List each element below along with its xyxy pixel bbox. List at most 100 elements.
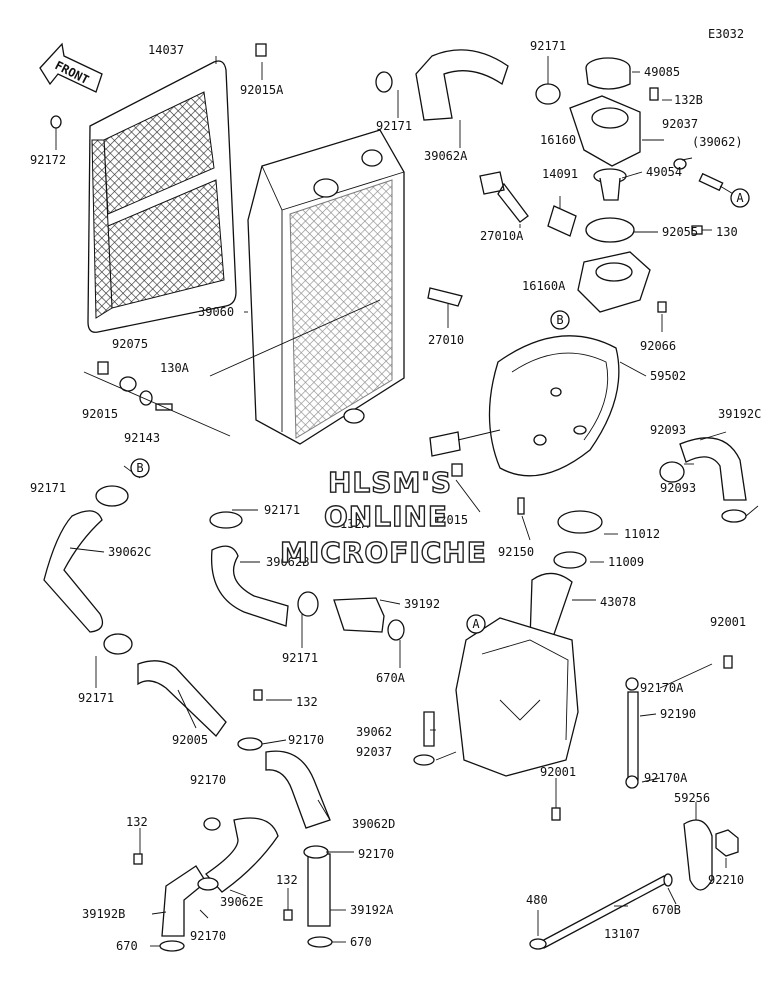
bolt-92150-icon <box>517 497 525 515</box>
clamp-92171-d <box>209 511 243 529</box>
watermark-line-1: HLSM'S <box>328 466 452 499</box>
diagram-code: E3032 <box>708 27 744 41</box>
callout-b-lower-label: B <box>136 461 143 475</box>
part-label: 92170 <box>190 929 226 943</box>
front-arrow-icon: FRONT <box>39 42 103 93</box>
part-label: 670 <box>350 935 372 949</box>
part-label: 92171 <box>282 651 318 665</box>
clip-92015a <box>255 43 267 57</box>
o-ring-670-b <box>307 936 333 948</box>
clamp-92170-c <box>303 845 329 859</box>
part-label: 39062D <box>352 817 395 831</box>
part-label: (39062) <box>692 135 743 149</box>
part-label: 92170A <box>640 681 684 695</box>
part-label: 92005 <box>172 733 208 747</box>
part-label: 92015A <box>240 83 284 97</box>
callout-a-upper: A <box>730 188 750 208</box>
clamp-92170-a <box>237 737 263 751</box>
part-label: 13107 <box>604 927 640 941</box>
o-ring-480 <box>529 938 547 950</box>
cap-14091 <box>547 205 577 237</box>
part-label: 670A <box>376 671 406 685</box>
clamp-92171-b <box>535 83 561 105</box>
part-label: 16160A <box>522 279 566 293</box>
part-label: 92171 <box>530 39 566 53</box>
part-label: 16160 <box>540 133 576 147</box>
bolt-132-c-icon <box>283 909 293 921</box>
callout-b-upper-label: B <box>556 313 563 327</box>
part-label: 59256 <box>674 791 710 805</box>
hose-39062b <box>210 545 289 627</box>
part-label: 49054 <box>646 165 682 179</box>
part-label: 670B <box>652 903 681 917</box>
part-label: 92143 <box>124 431 160 445</box>
clamp-92171-c <box>95 485 129 507</box>
watermark: HLSM'S ONLINE MICROFICHE <box>279 465 487 569</box>
nut-92210-icon <box>715 829 739 857</box>
part-label: 92066 <box>640 339 676 353</box>
bolt-92001-a-icon <box>723 655 733 669</box>
impeller-59256 <box>683 819 713 891</box>
clamp-92170-d <box>197 877 219 891</box>
bolt-132-b-icon <box>133 853 143 865</box>
part-label: 92037 <box>356 745 392 759</box>
part-label: 92171 <box>30 481 66 495</box>
part-label: 11012 <box>624 527 660 541</box>
o-ring-670-a <box>159 940 185 952</box>
part-label: 670 <box>116 939 138 953</box>
part-label: 59502 <box>650 369 686 383</box>
sensor-27010 <box>427 287 463 307</box>
bolt-92066-icon <box>657 301 667 313</box>
part-label: 132 <box>126 815 148 829</box>
bolt-132b-icon <box>649 87 659 101</box>
part-label: 39062B <box>266 555 309 569</box>
housing-16160a <box>577 251 651 313</box>
part-label: 39062E <box>220 895 263 909</box>
fan-switch-27010a <box>479 171 529 223</box>
rod-92190 <box>627 691 639 781</box>
bolt-132-a-icon <box>253 689 263 701</box>
bolt-92001-b-icon <box>551 807 561 821</box>
hose-39062d <box>265 750 331 829</box>
part-label: 92015 <box>82 407 118 421</box>
clamp-92170a-b <box>625 775 639 789</box>
part-label: 39192B <box>82 907 125 921</box>
part-label: 92093 <box>660 481 696 495</box>
part-label: 92171 <box>376 119 412 133</box>
clip-92015-b <box>451 463 463 477</box>
part-label: 49085 <box>644 65 680 79</box>
part-label: 130 <box>716 225 738 239</box>
part-label: 39192C <box>718 407 761 421</box>
part-label: 43078 <box>600 595 636 609</box>
cap-39062 <box>423 711 435 747</box>
part-label: 92171 <box>78 691 114 705</box>
o-ring-670a <box>387 619 405 641</box>
pipe-39192 <box>333 597 385 633</box>
part-label: 39062C <box>108 545 151 559</box>
part-label: 14037 <box>148 43 184 57</box>
watermark-line-3: MICROFICHE <box>280 536 487 569</box>
thermostat <box>593 168 627 201</box>
part-label: 130A <box>160 361 190 375</box>
callout-a-lower-label: A <box>472 617 480 631</box>
part-label: 132A <box>340 517 370 531</box>
part-label: 39192A <box>350 903 394 917</box>
cooling-fan <box>429 335 620 477</box>
elbow-39192b <box>161 865 207 937</box>
clamp-92171-f <box>103 633 133 655</box>
part-label: 27010A <box>480 229 524 243</box>
o-ring-670b <box>663 873 673 887</box>
part-label: 92075 <box>112 337 148 351</box>
part-label: 92001 <box>540 765 576 779</box>
leader-lines <box>55 56 759 947</box>
part-label: 92190 <box>660 707 696 721</box>
part-label: 92037 <box>662 117 698 131</box>
part-label: 92055 <box>662 225 698 239</box>
watermark-line-2: ONLINE <box>324 500 448 533</box>
part-label: 92170 <box>358 847 394 861</box>
part-label: 92170 <box>190 773 226 787</box>
clamp-92037-a <box>673 158 687 170</box>
part-label: 132 <box>296 695 318 709</box>
thermostat-housing <box>569 95 641 167</box>
